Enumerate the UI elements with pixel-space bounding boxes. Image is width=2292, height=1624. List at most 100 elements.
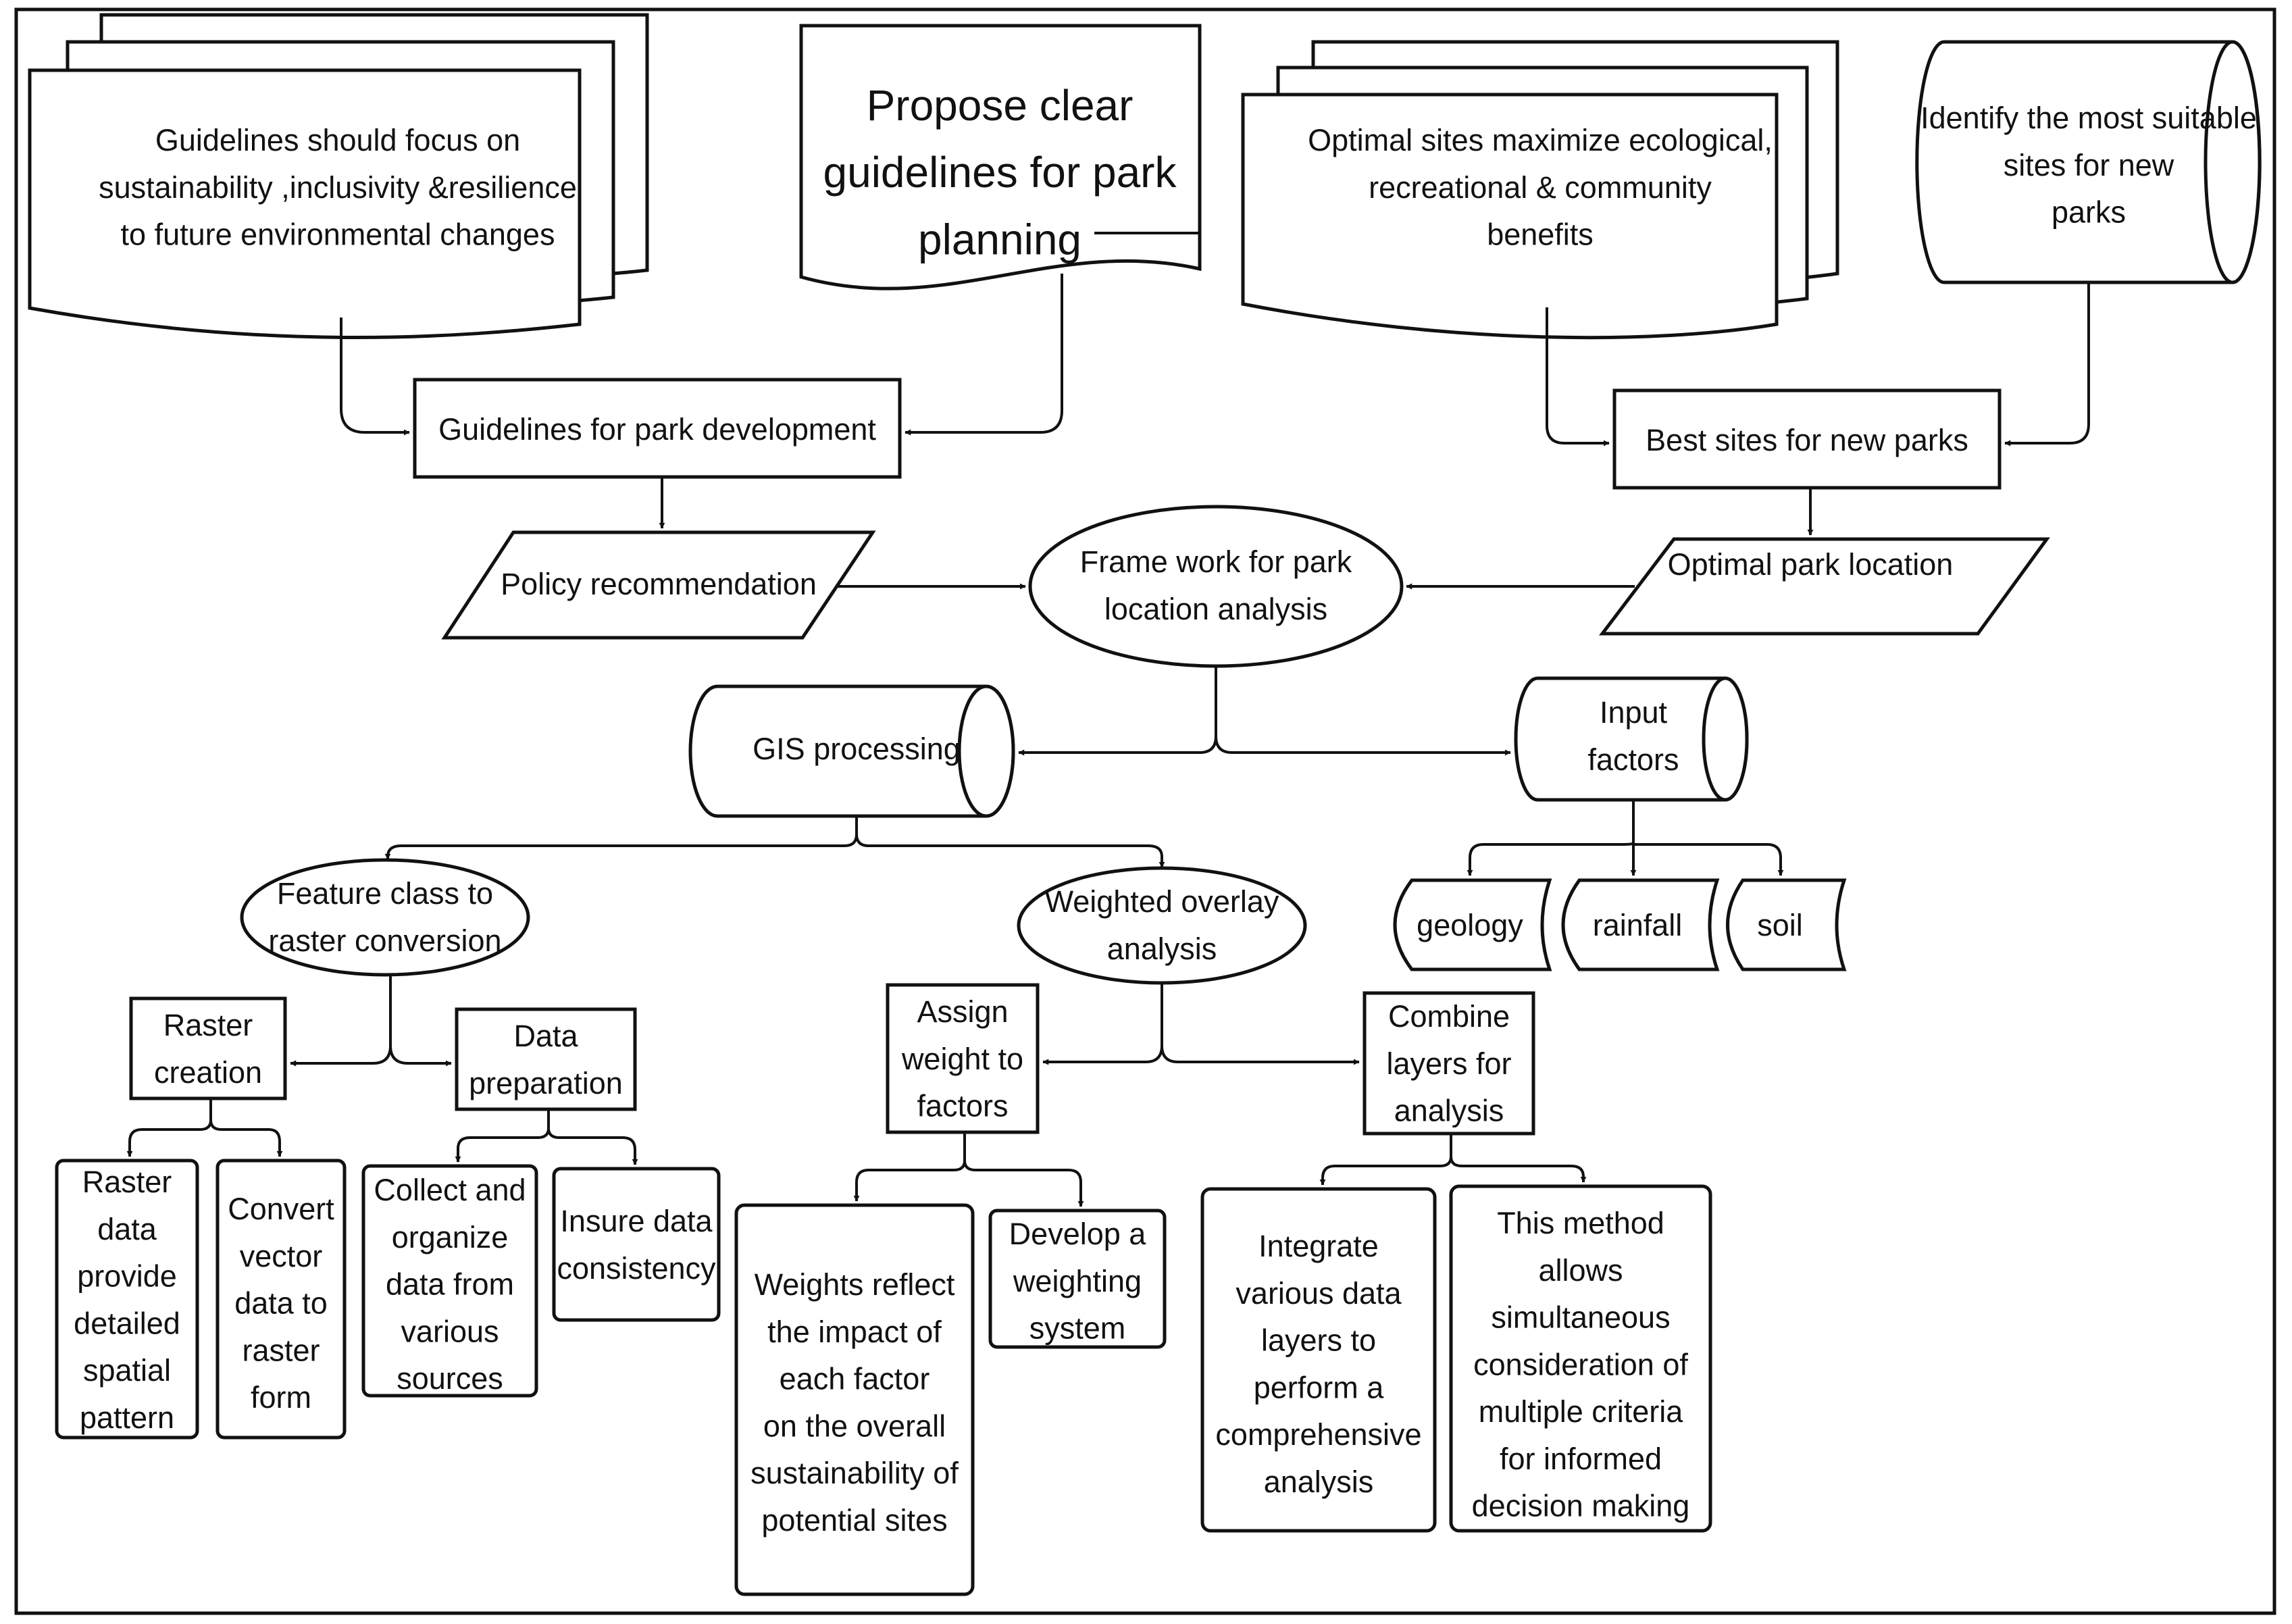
node-label-line: raster conversion bbox=[268, 923, 501, 958]
data-preparation-node: Data preparation bbox=[455, 1007, 637, 1111]
node-label-line: various data bbox=[1236, 1276, 1402, 1311]
insure-consistency-text: Insure data consistency bbox=[557, 1204, 716, 1286]
node-label-line: data from bbox=[386, 1267, 514, 1302]
node-label-line: Guidelines should focus on bbox=[155, 123, 520, 157]
node-label-line: Data bbox=[513, 1019, 578, 1053]
edge-optimal-to-best bbox=[1546, 307, 1610, 447]
raster-creation-node: Raster creation bbox=[129, 996, 287, 1100]
framework-text: Frame work for park location analysis bbox=[1080, 544, 1352, 626]
soil-node: soil bbox=[1726, 878, 1847, 971]
node-label-line: Guidelines for park development bbox=[438, 412, 876, 447]
optimal-sites-node: Optimal sites maximize ecological,recrea… bbox=[1241, 40, 1839, 340]
diagram-frame bbox=[14, 7, 2276, 1615]
weighted-overlay-text: Weighted overlay analysis bbox=[1045, 884, 1279, 966]
node-label-line: provide bbox=[77, 1259, 177, 1294]
insure-consistency-node: Insure data consistency bbox=[552, 1167, 721, 1322]
node-label-line: various bbox=[401, 1314, 499, 1348]
node-label-line: Collect and bbox=[374, 1173, 526, 1207]
node-label-line: detailed bbox=[74, 1306, 180, 1340]
edge-raster-split bbox=[126, 1098, 212, 1157]
edge-gis-to-weighted bbox=[855, 834, 1165, 868]
gis-processing-node: GIS processing bbox=[688, 684, 1015, 818]
node-label-line: sustainability of bbox=[750, 1456, 959, 1490]
edge-feature-to-raster bbox=[290, 975, 392, 1067]
edge-weighted-to-combine bbox=[1161, 1045, 1360, 1065]
best-sites-text: Best sites for new parks bbox=[1646, 423, 1968, 457]
node-label-line: layers for bbox=[1386, 1046, 1511, 1081]
node-label-line: consistency bbox=[557, 1251, 716, 1286]
optimal-location-text: Optimal park location bbox=[1668, 547, 1954, 582]
node-label-line: Input bbox=[1600, 695, 1668, 730]
guidelines-dev-node: Guidelines for park development bbox=[413, 378, 902, 479]
raster-creation-text: Raster creation bbox=[154, 1008, 262, 1090]
node-label-line: preparation bbox=[469, 1066, 623, 1100]
node-label-line: sources bbox=[397, 1361, 503, 1396]
node-label-line: factors bbox=[917, 1089, 1008, 1123]
node-label-line: location analysis bbox=[1104, 592, 1327, 626]
gis-processing-text: GIS processing bbox=[753, 732, 961, 766]
node-label-line: Weighted overlay bbox=[1045, 884, 1279, 919]
edge-prep-split bbox=[455, 1109, 550, 1163]
node-label-line: soil bbox=[1757, 908, 1803, 942]
node-label-line: Convert bbox=[228, 1192, 334, 1226]
node-label-line: Insure data bbox=[560, 1204, 713, 1238]
node-label-line: weighting bbox=[1013, 1264, 1142, 1298]
edge-prep-to-insure bbox=[547, 1127, 638, 1165]
node-label-line: on the overall bbox=[763, 1409, 946, 1443]
edge-weighted-to-assign bbox=[1042, 983, 1163, 1065]
policy-rec-text: Policy recommendation bbox=[501, 567, 817, 601]
node-label-line: Integrate bbox=[1258, 1229, 1379, 1263]
node-label-line: Propose clear bbox=[867, 81, 1134, 130]
optimal-location-node: Optimal park location bbox=[1598, 537, 2050, 636]
node-label-line: data to bbox=[234, 1286, 328, 1321]
node-label-line: decision making bbox=[1472, 1489, 1690, 1523]
node-label-line: Raster bbox=[163, 1008, 253, 1042]
node-label-line: sites for new bbox=[2004, 148, 2174, 182]
collect-data-text: Collect and organize data from various sourc… bbox=[374, 1173, 526, 1396]
edge-feature-to-prep bbox=[389, 1045, 452, 1067]
collect-data-node: Collect and organize data from various sourc… bbox=[361, 1164, 538, 1398]
node-label-line: factors bbox=[1587, 742, 1679, 777]
node-label-line: Identify the most suitable bbox=[1920, 101, 2257, 135]
assign-weight-text: Assign weight to factors bbox=[901, 994, 1023, 1123]
node-label-line: weight to bbox=[901, 1042, 1023, 1076]
edge-framework-split bbox=[1020, 666, 1217, 754]
node-label-line: organize bbox=[392, 1220, 509, 1254]
node-label-line: parks bbox=[2052, 195, 2126, 230]
node-label-line: GIS processing bbox=[753, 732, 961, 766]
node-label-line: Frame work for park bbox=[1080, 544, 1352, 579]
node-label-line: creation bbox=[154, 1055, 262, 1090]
node-label-line: simultaneous bbox=[1491, 1300, 1670, 1335]
node-label-line: analysis bbox=[1107, 932, 1217, 966]
node-label-line: Weights reflect bbox=[755, 1267, 955, 1302]
node-label-line: analysis bbox=[1394, 1094, 1504, 1128]
node-label-line: Best sites for new parks bbox=[1646, 423, 1968, 457]
node-label-line: vector bbox=[240, 1239, 323, 1273]
node-label-line: guidelines for park bbox=[823, 148, 1177, 197]
identify-sites-text: Identify the most suitable sites for new p… bbox=[1920, 101, 2257, 230]
soil-text: soil bbox=[1757, 908, 1803, 942]
identify-sites-node: Identify the most suitable sites for new p… bbox=[1915, 40, 2262, 284]
node-label-line: system bbox=[1029, 1311, 1126, 1346]
edge-combine-to-method bbox=[1450, 1156, 1587, 1183]
node-label-line: allows bbox=[1538, 1253, 1623, 1288]
node-label-line: Policy recommendation bbox=[501, 567, 817, 601]
node-label-line: Assign bbox=[917, 994, 1008, 1029]
edge-input-to-soil bbox=[1633, 843, 1784, 876]
input-factors-text: Input factors bbox=[1587, 695, 1679, 777]
node-label-line: raster bbox=[242, 1333, 320, 1367]
